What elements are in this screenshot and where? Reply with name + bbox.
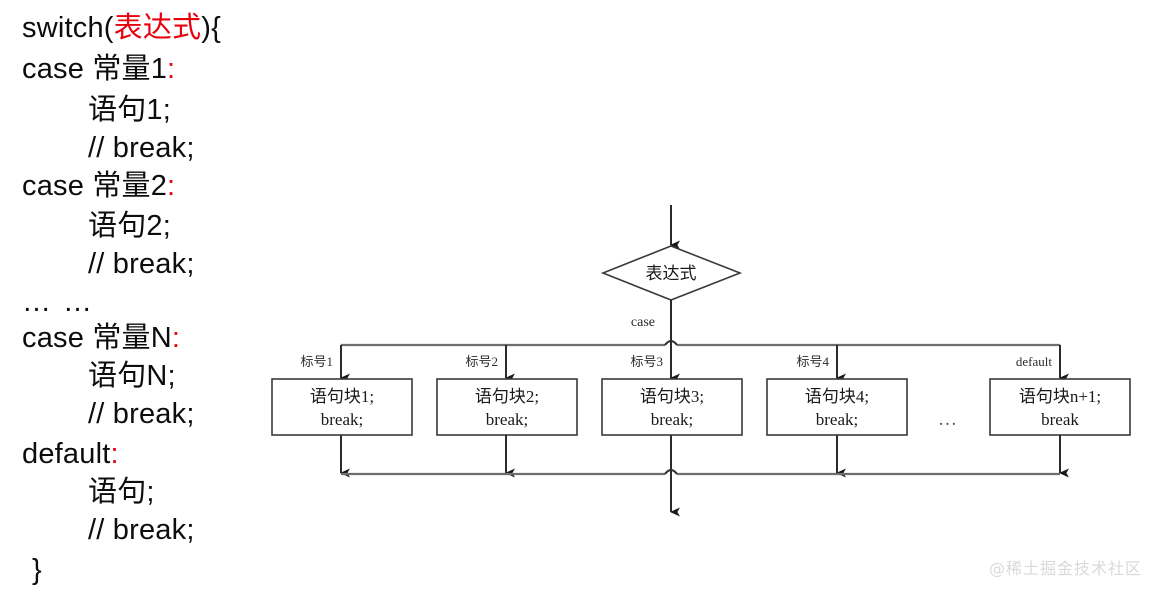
decision-label: 表达式	[646, 264, 697, 283]
branch-distribution-bar	[341, 340, 1060, 347]
code-line-1-accent: 表达式	[113, 12, 202, 44]
code-line-11-text: // break;	[88, 398, 195, 430]
branch-label-5: default	[1016, 354, 1052, 369]
branch-drop-5: default	[1016, 345, 1069, 383]
process-box-3-line2: break;	[651, 410, 693, 429]
branch-drop-1: 标号1	[300, 345, 350, 383]
branch-gap-ellipsis: …	[938, 409, 958, 430]
process-box-1-line1: 语句块1;	[310, 387, 374, 406]
code-line-2-accent: :	[167, 53, 176, 85]
code-line-3-text: 语句1;	[88, 94, 171, 126]
process-box-5-line1: 语句块n+1;	[1019, 387, 1101, 406]
process-box-2-line2: break;	[486, 410, 528, 429]
branch-label-4: 标号4	[796, 354, 829, 369]
code-line-12: default:	[22, 440, 119, 469]
branch-label-2: 标号2	[465, 354, 498, 369]
process-box-2-line1: 语句块2;	[475, 387, 539, 406]
process-box-1-line2: break;	[321, 410, 363, 429]
code-line-3: 语句1;	[88, 96, 171, 125]
code-line-4-text: // break;	[88, 132, 195, 164]
code-line-9-prefix: case 常量N	[22, 322, 172, 354]
code-line-6-text: 语句2;	[88, 210, 171, 242]
code-line-15: }	[32, 556, 42, 585]
decision-case-stem: case	[631, 300, 672, 345]
branch-label-1: 标号1	[300, 354, 333, 369]
process-box-1: 语句块1; break;	[271, 378, 413, 436]
code-line-2: case 常量1:	[22, 55, 175, 84]
process-box-5-line2: break	[1041, 410, 1079, 429]
code-line-9-accent: :	[171, 322, 181, 354]
code-line-ellipsis-text: … …	[22, 286, 95, 318]
case-branch-label: case	[631, 315, 655, 330]
process-box-4-line2: break;	[816, 410, 858, 429]
code-line-11: // break;	[88, 400, 195, 429]
code-snippet-panel: switch(表达式){ case 常量1: 语句1; // break; ca…	[0, 0, 300, 591]
code-line-15-text: }	[32, 554, 42, 586]
code-line-12-accent: :	[110, 438, 119, 470]
code-line-9: case 常量N:	[22, 324, 180, 353]
code-line-12-prefix: default	[22, 438, 111, 470]
code-line-14-text: // break;	[88, 514, 195, 546]
code-line-5: case 常量2:	[22, 172, 175, 201]
decision-diamond: 表达式	[600, 245, 743, 301]
branch-drop-3: 标号3	[630, 345, 680, 383]
code-line-13: 语句;	[88, 478, 155, 507]
code-line-ellipsis: … …	[22, 288, 94, 317]
branch-drop-2: 标号2	[465, 345, 515, 383]
code-line-5-accent: :	[167, 170, 176, 202]
code-line-13-text: 语句;	[88, 476, 155, 508]
code-line-1: switch(表达式){	[22, 14, 221, 43]
process-box-2: 语句块2; break;	[436, 378, 578, 436]
code-line-10-text: 语句N;	[88, 360, 176, 392]
code-line-7: // break;	[88, 250, 195, 279]
code-line-4: // break;	[88, 134, 195, 163]
branch-label-3: 标号3	[630, 354, 663, 369]
merge-bar	[341, 469, 1060, 476]
watermark: @稀土掘金技术社区	[988, 559, 1142, 578]
code-line-1-prefix: switch(	[22, 12, 114, 44]
code-line-10: 语句N;	[88, 362, 176, 391]
code-line-14: // break;	[88, 516, 195, 545]
process-box-3: 语句块3; break;	[601, 378, 743, 436]
code-line-1-suffix: ){	[201, 12, 221, 44]
process-box-4: 语句块4; break;	[766, 378, 908, 436]
code-line-6: 语句2;	[88, 212, 171, 241]
process-box-4-line1: 语句块4;	[805, 387, 869, 406]
process-box-5-default: 语句块n+1; break	[989, 378, 1131, 436]
code-line-5-prefix: case 常量2	[22, 170, 168, 202]
code-line-2-prefix: case 常量1	[22, 53, 168, 85]
code-line-7-text: // break;	[88, 248, 195, 280]
process-box-3-line1: 语句块3;	[640, 387, 704, 406]
branch-drop-4: 标号4	[796, 345, 846, 383]
